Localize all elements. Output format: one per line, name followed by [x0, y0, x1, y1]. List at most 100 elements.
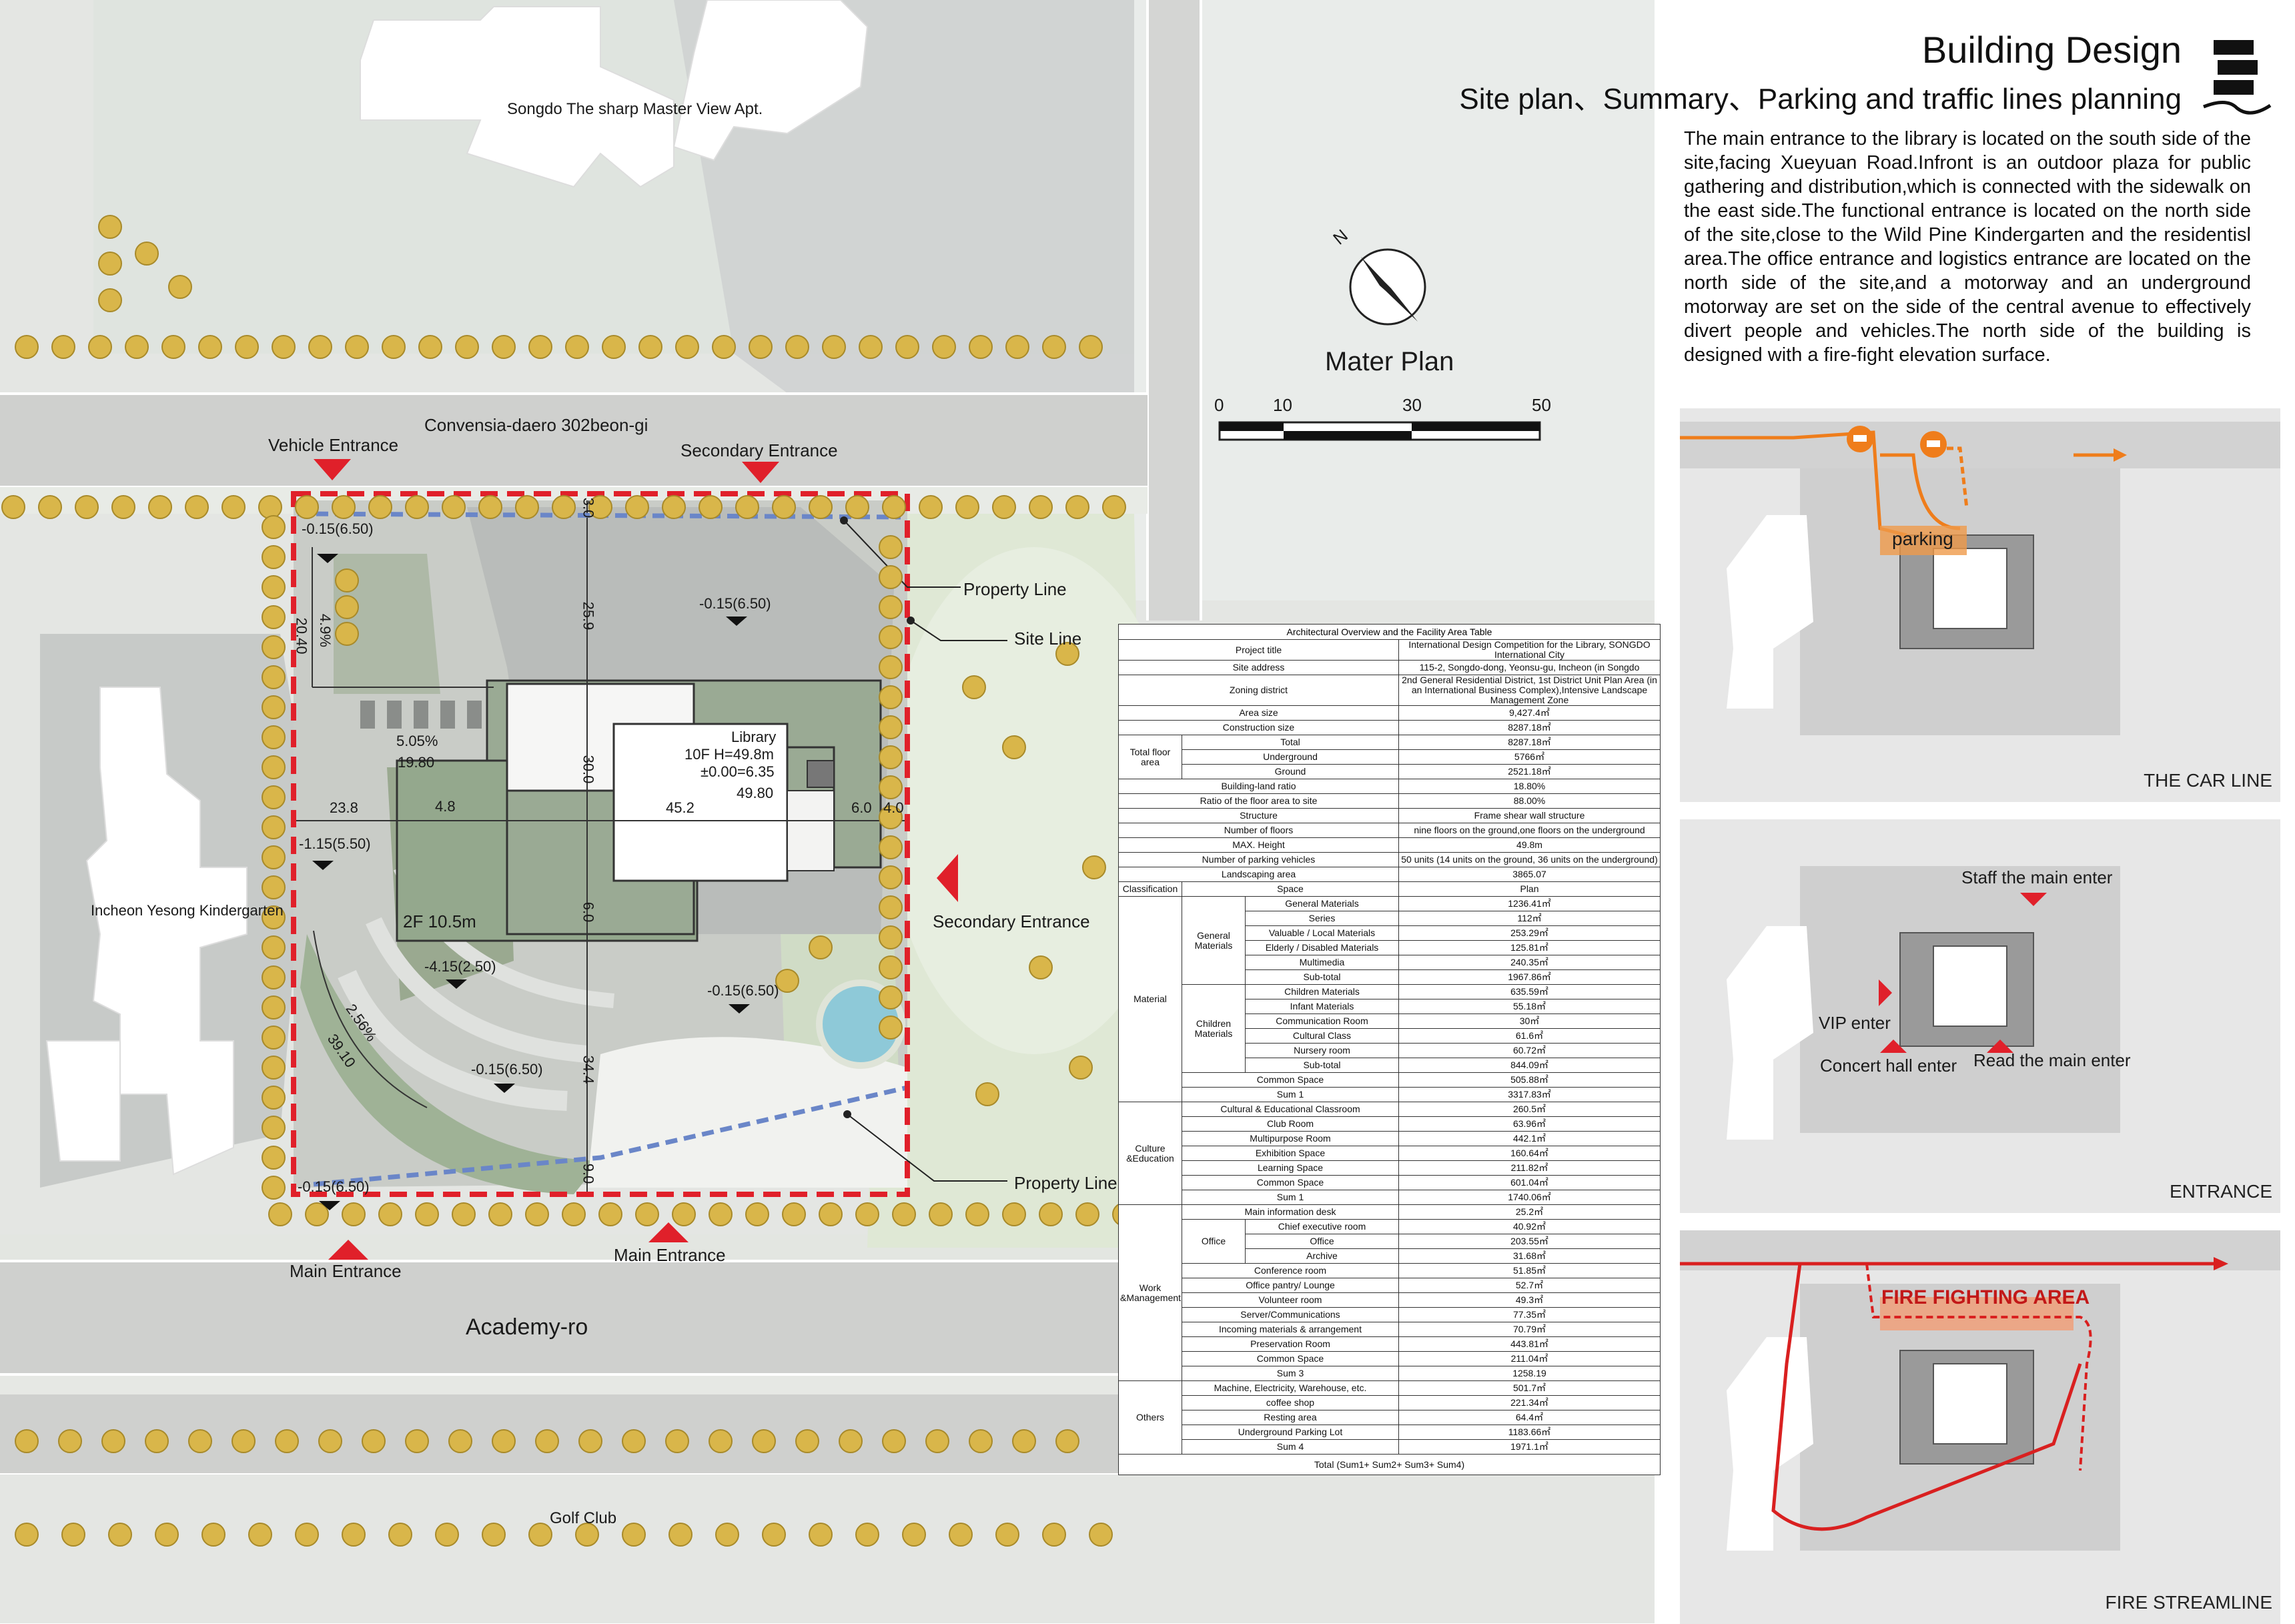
table-cell: 601.04㎡: [1398, 1175, 1661, 1190]
tree: [1079, 335, 1103, 359]
table-cell: Total: [1182, 735, 1399, 750]
tree: [405, 1429, 429, 1453]
table-cell: Plan: [1398, 881, 1661, 897]
tree: [919, 495, 943, 519]
tree: [58, 1429, 82, 1453]
tree: [772, 495, 796, 519]
table-cell: Sum 1: [1182, 1087, 1399, 1102]
tree: [882, 495, 906, 519]
level-marker: [317, 554, 338, 563]
level-marker: [726, 617, 747, 626]
tree: [822, 335, 846, 359]
trees: [1, 215, 1136, 1547]
tree: [675, 335, 699, 359]
dim-23-8: 23.8: [330, 799, 358, 816]
table-cell: Cultural & Educational Classroom: [1182, 1102, 1399, 1117]
table-cell: Chief executive room: [1245, 1219, 1399, 1234]
tree: [879, 685, 903, 709]
tree: [762, 1523, 786, 1547]
table-cell: Valuable / Local Materials: [1245, 925, 1399, 941]
table-cell: Building-land ratio: [1118, 779, 1399, 794]
table-cell: Number of floors: [1118, 823, 1399, 838]
table-cell: Archive: [1245, 1248, 1399, 1264]
tree: [855, 1202, 879, 1226]
main-entrance-center-marker: [648, 1222, 688, 1242]
tree: [535, 1429, 559, 1453]
vehicle-entrance-label: Vehicle Entrance: [268, 435, 399, 455]
tree: [1082, 855, 1106, 879]
tree: [992, 495, 1016, 519]
table-cell: Sub-total: [1245, 1058, 1399, 1073]
tree: [879, 925, 903, 949]
level-marker: [319, 1201, 340, 1210]
tree: [448, 1429, 472, 1453]
tree: [488, 1202, 512, 1226]
scale-bar: [1218, 421, 1541, 441]
tree: [478, 495, 502, 519]
tree: [809, 1523, 833, 1547]
table-cell: Common Space: [1182, 1175, 1399, 1190]
tree: [382, 335, 406, 359]
table-cell: International Design Competition for the…: [1398, 639, 1661, 661]
table-cell: Office pantry/ Lounge: [1182, 1278, 1399, 1293]
table-cell: 112㎡: [1398, 911, 1661, 926]
dim-19-80: 19.80: [398, 754, 435, 771]
tree: [749, 335, 773, 359]
table-cell: Construction size: [1118, 720, 1399, 735]
table-cell: 221.34㎡: [1398, 1395, 1661, 1410]
table-cell: Project title: [1118, 639, 1399, 661]
table-cell: Underground Parking Lot: [1182, 1425, 1399, 1440]
tree: [452, 1202, 476, 1226]
table-cell: 8287.18㎡: [1398, 720, 1661, 735]
table-cell: Elderly / Disabled Materials: [1245, 940, 1399, 955]
table-cell: General Materials: [1245, 896, 1399, 911]
level-n: -0.15(6.50): [699, 595, 771, 612]
apartment-building: [360, 0, 869, 188]
tree: [1, 495, 25, 519]
tree: [262, 1056, 286, 1080]
read-entrance-label: Read the main enter: [1973, 1050, 2131, 1070]
secondary-entrance-right-label: Secondary Entrance: [933, 911, 1090, 931]
tree: [262, 1146, 286, 1170]
podium-label: 2F 10.5m: [403, 911, 476, 931]
table-cell: Conference room: [1182, 1263, 1399, 1278]
property-line-bottom-label: Property Line: [1014, 1173, 1117, 1193]
table-cell: 160.64㎡: [1398, 1146, 1661, 1161]
tree: [879, 985, 903, 1009]
tree: [262, 935, 286, 959]
table-cell: 211.82㎡: [1398, 1160, 1661, 1176]
tree: [368, 495, 392, 519]
east-road: [1148, 0, 1201, 621]
slope-5-05: 5.05%: [396, 733, 438, 749]
tree: [15, 1523, 39, 1547]
tree: [879, 595, 903, 619]
tree: [332, 495, 356, 519]
table-cell: 5766㎡: [1398, 749, 1661, 765]
fire-streamline-panel: FIRE FIGHTING AREA FIRE STREAMLINE: [1680, 1230, 2280, 1624]
table-cell: 51.85㎡: [1398, 1263, 1661, 1278]
table-cell: 63.96㎡: [1398, 1116, 1661, 1132]
entrance-label: ENTRANCE: [2169, 1181, 2272, 1202]
tree: [262, 665, 286, 689]
table-cell: 2521.18㎡: [1398, 764, 1661, 779]
tree: [148, 495, 172, 519]
tree: [845, 495, 869, 519]
tree: [879, 775, 903, 799]
tree: [262, 575, 286, 599]
tree: [575, 1523, 599, 1547]
tree: [588, 495, 612, 519]
tree: [525, 1202, 549, 1226]
tree: [892, 1202, 916, 1226]
tree: [362, 1429, 386, 1453]
tree: [98, 252, 122, 276]
tree: [528, 335, 552, 359]
dim-6-0: 6.0: [580, 901, 597, 923]
table-cell: Preservation Room: [1182, 1336, 1399, 1352]
